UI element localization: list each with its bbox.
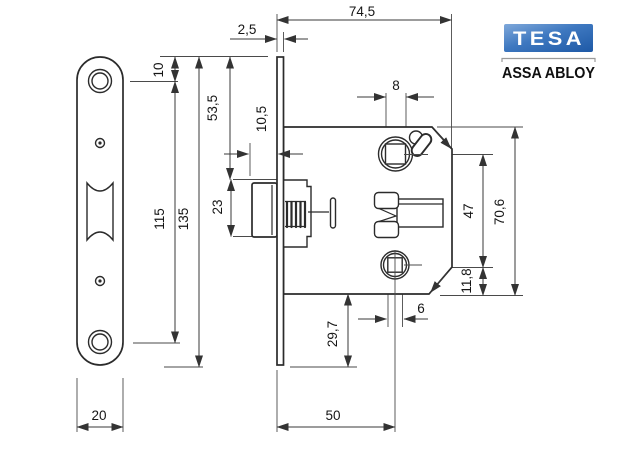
spring-slot xyxy=(329,197,337,229)
top-spindle-square xyxy=(384,143,407,165)
lock-body-side-view xyxy=(251,56,453,366)
dim-bottom-follower-offset: 11,8 xyxy=(459,268,474,293)
dim-case-height: 70,6 xyxy=(492,199,507,225)
dim-faceplate-top-to-latch: 53,5 xyxy=(205,95,220,121)
logo-rule-line xyxy=(501,57,596,62)
latch-head-top xyxy=(373,191,400,210)
latch-notch xyxy=(378,207,398,223)
latch-spring xyxy=(285,200,307,229)
dim-spindle-square-bottom: 6 xyxy=(417,301,425,316)
dim-faceplate-thickness: 2,5 xyxy=(238,22,257,37)
dim-latch-projection: 10,5 xyxy=(254,106,269,132)
latch-bolt xyxy=(251,182,278,238)
dim-spindle-square-top: 8 xyxy=(392,78,400,93)
dimension-lines xyxy=(76,16,519,431)
privacy-slot xyxy=(408,130,433,157)
dim-hole-offset-top: 10 xyxy=(151,62,166,77)
latch-cutout xyxy=(86,181,114,242)
tesa-logo: TESA ASSA ABLOY xyxy=(501,24,596,82)
latch-tail xyxy=(396,198,444,228)
dim-case-bottom-to-plate-bottom: 29,7 xyxy=(325,321,340,347)
dim-faceplate-height: 135 xyxy=(176,208,191,231)
faceplate-front-view xyxy=(76,56,124,366)
dim-screw-holes-distance: 115 xyxy=(152,208,167,230)
dim-latch-height: 23 xyxy=(210,199,225,214)
dim-backset: 50 xyxy=(325,408,340,423)
top-follower xyxy=(377,136,414,172)
faceplate-edge-view xyxy=(276,56,285,366)
dim-followers-distance: 47 xyxy=(461,203,476,218)
bottom-chamfer-arrow xyxy=(430,272,448,293)
extension-lines-front xyxy=(394,154,428,432)
tesa-logo-box xyxy=(504,24,593,52)
tesa-logo-text: TESA xyxy=(513,29,585,50)
assa-abloy-text: ASSA ABLOY xyxy=(502,65,595,82)
latch-head-bottom xyxy=(373,220,400,239)
dim-overall-depth: 74,5 xyxy=(349,4,375,19)
top-chamfer-arrow xyxy=(435,131,452,149)
dim-faceplate-width: 20 xyxy=(91,408,106,423)
dimension-labels: 74,5 2,5 8 53,5 10,5 10 23 115 135 47 70… xyxy=(91,4,507,423)
